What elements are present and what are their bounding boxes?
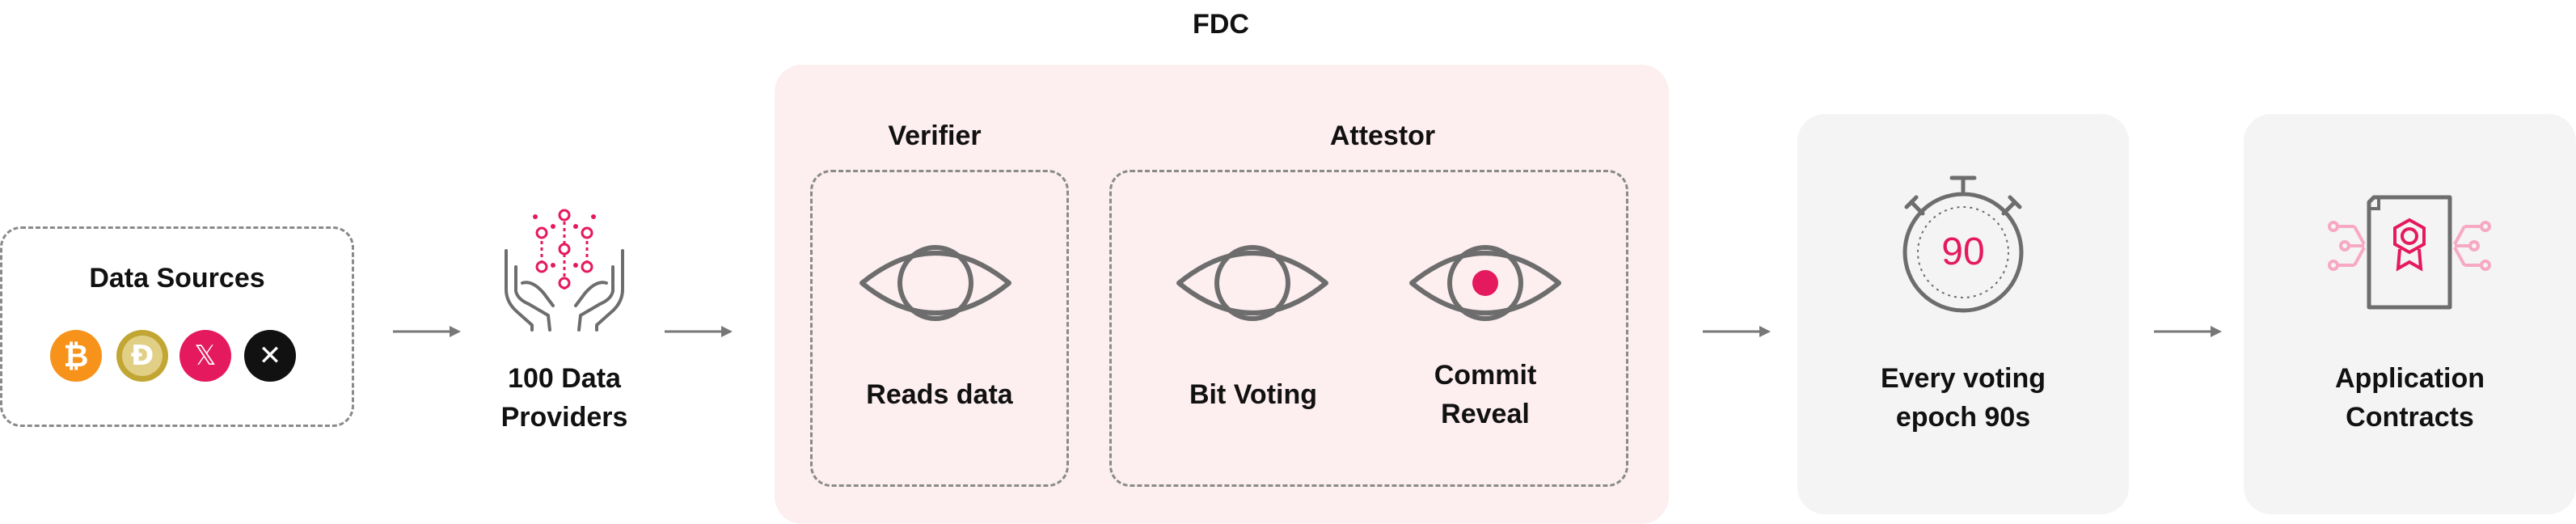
eye-recording-icon: [1409, 245, 1561, 321]
dogecoin-icon: Ð: [116, 330, 168, 382]
verifier-action: Reads data: [866, 379, 1013, 410]
bitcoin-icon: ₿: [50, 330, 102, 382]
eye-icon: [1176, 245, 1328, 321]
hands-network-icon: [505, 209, 624, 332]
epoch-label-line2: epoch 90s: [1895, 402, 2031, 433]
eye-icon: [859, 245, 1011, 321]
contracts-label-line1: Application: [2334, 363, 2485, 394]
data-sources-label: Data Sources: [89, 263, 265, 294]
providers-label-line1: 100 Data: [508, 363, 621, 394]
arrow-icon: [393, 326, 461, 337]
contracts-card: [2244, 114, 2576, 514]
attestor-box: [1109, 170, 1628, 487]
xrp-glyph: ✕: [258, 340, 282, 372]
arrow-icon: [1703, 326, 1771, 337]
contracts-label-line2: Contracts: [2346, 402, 2474, 433]
arrow-icon: [665, 326, 733, 337]
x-icon: 𝕏: [179, 330, 231, 382]
commit-reveal-label-line1: Commit: [1434, 360, 1537, 391]
verifier-box: [810, 170, 1069, 487]
dogecoin-glyph: Ð: [130, 340, 154, 372]
bit-voting-label: Bit Voting: [1189, 379, 1317, 410]
attestor-title: Attestor: [1329, 120, 1436, 151]
timer-value: 90: [1941, 230, 1985, 273]
providers-label-line2: Providers: [500, 402, 628, 433]
arrow-icon: [2154, 326, 2222, 337]
xrp-icon: ✕: [244, 330, 296, 382]
certificate-document-icon: [2328, 195, 2491, 310]
fdc-title: FDC: [1193, 9, 1249, 40]
stopwatch-icon: [1902, 175, 2024, 313]
bitcoin-glyph: ₿: [63, 337, 89, 374]
x-glyph: 𝕏: [194, 340, 217, 372]
data-sources-box: [0, 226, 354, 427]
epoch-label-line1: Every voting: [1880, 363, 2046, 394]
commit-reveal-label-line2: Reveal: [1441, 399, 1530, 429]
verifier-title: Verifier: [888, 120, 982, 151]
